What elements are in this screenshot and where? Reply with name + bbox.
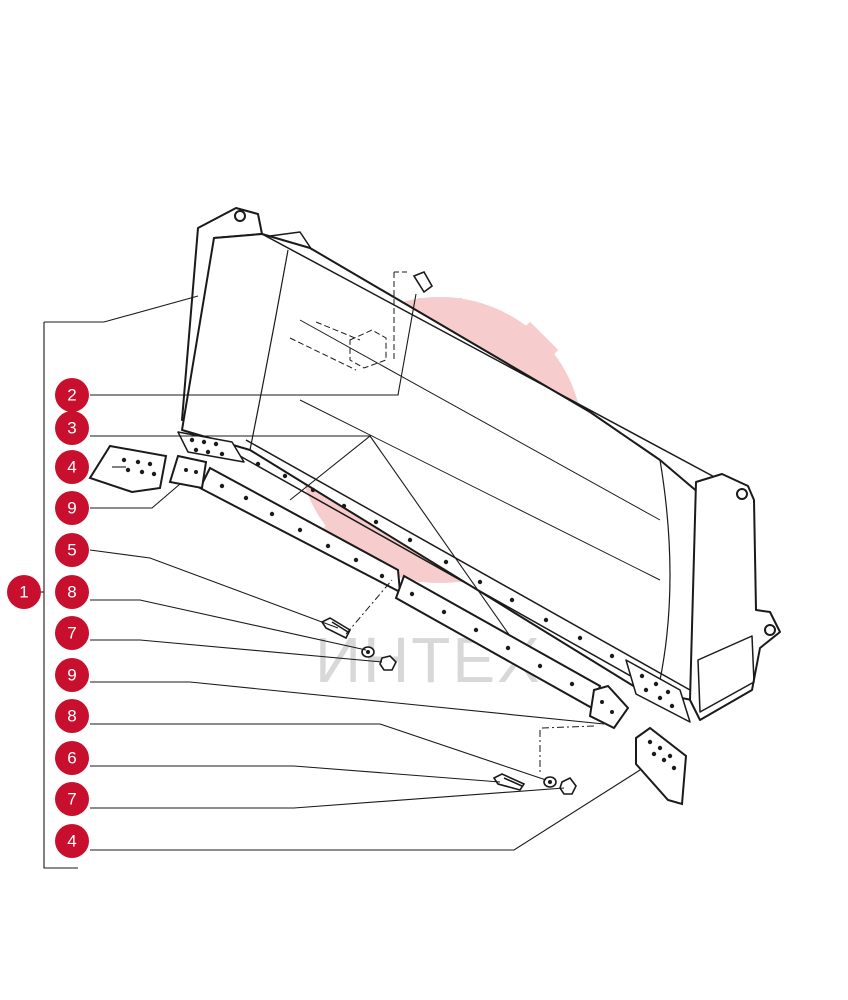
wear-plate-left [88,444,168,494]
callout-9-lower: 9 [55,658,89,692]
nut-lower [559,776,577,795]
callout-8-lower: 8 [55,699,89,733]
callout-4-upper: 4 [55,450,89,484]
callout-1: 1 [7,575,41,609]
callout-3: 3 [55,411,89,445]
svg-text:5: 5 [67,541,76,560]
right-end-plate [689,473,781,721]
svg-text:6: 6 [67,749,76,768]
nut-upper [379,655,397,671]
callout-5: 5 [55,533,89,567]
assembly-axes [345,579,595,774]
svg-text:9: 9 [67,666,76,685]
grease-fitting [393,270,434,360]
bolt-lower [492,773,526,791]
callout-7-upper: 7 [55,616,89,650]
svg-text:8: 8 [67,707,76,726]
svg-text:4: 4 [67,458,76,477]
callout-8-upper: 8 [55,575,89,609]
svg-text:7: 7 [67,624,76,643]
svg-text:1: 1 [19,583,28,602]
svg-text:4: 4 [67,832,76,851]
callout-2: 2 [55,378,89,412]
bolt-upper [320,617,352,640]
callout-4-lower: 4 [55,824,89,858]
svg-text:3: 3 [67,419,76,438]
svg-text:8: 8 [67,583,76,602]
svg-text:2: 2 [67,386,76,405]
callout-9-upper: 9 [55,491,89,525]
wear-plate-right [635,726,688,806]
svg-text:7: 7 [67,790,76,809]
blade-assembly [177,207,781,723]
spacer-block-right [588,684,630,730]
svg-text:9: 9 [67,499,76,518]
callout-6: 6 [55,741,89,775]
callout-7-lower: 7 [55,782,89,816]
washer-lower [543,776,557,788]
hidden-bracket [289,321,387,371]
washer-upper [361,646,375,658]
spacer-block-left [168,454,208,490]
